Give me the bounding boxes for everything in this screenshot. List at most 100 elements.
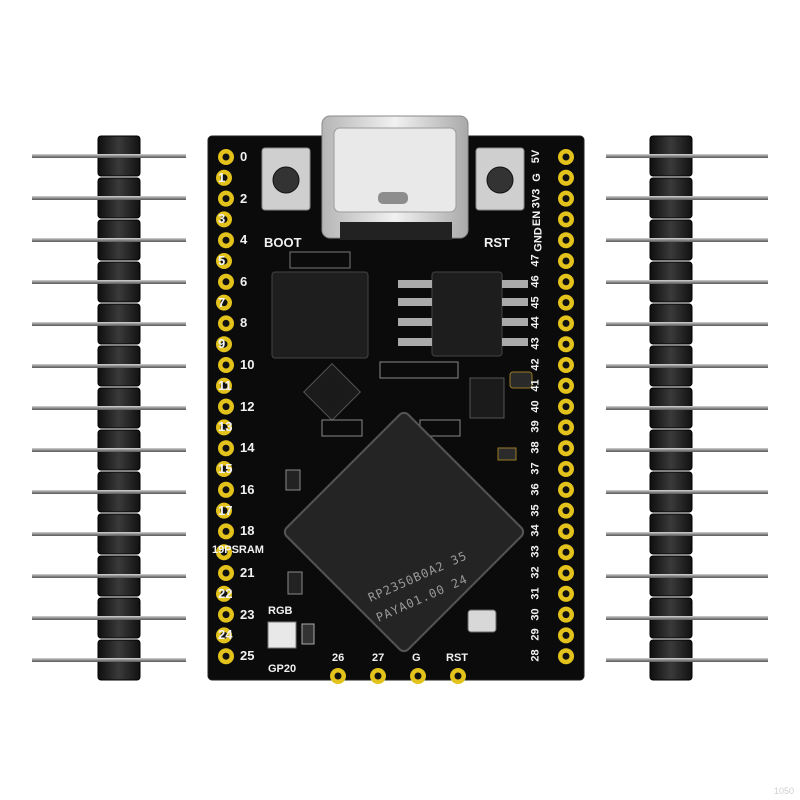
left-pin-label: 17 [218,502,233,518]
small-component-cluster [267,361,533,649]
right-pin-label: 46 [529,275,542,288]
left-pad-hole [220,215,228,223]
right-pin-label: 32 [529,566,542,579]
left-pin-label: 7 [218,294,226,310]
left-pad-hole [220,590,228,598]
left-pad-hole [220,548,228,556]
right-pad-hole [562,195,570,203]
left-header-pin [32,280,186,284]
memory-chip-right [398,271,528,357]
left-pad-hole [220,423,228,431]
left-header-pin [32,532,186,536]
rst-label: RST [484,235,510,250]
left-pin-label: 3 [218,211,226,227]
right-pin-label: 34 [529,524,542,538]
right-pad-hole [562,444,570,452]
right-pin-label: 44 [529,316,542,330]
right-pad-hole [562,652,570,660]
right-pin-label: 28 [529,649,542,662]
gp20-label: GP20 [268,663,297,675]
left-pin-label: 14 [240,440,255,456]
right-header-pin [606,280,768,284]
right-pads [558,149,574,665]
left-pad-hole [222,195,230,203]
left-pin-label: 1 [218,169,226,185]
right-pin-label: 42 [529,358,542,371]
right-header-pin [606,238,768,242]
left-pin-label: 23 [240,606,255,622]
right-header-pin [606,196,768,200]
right-header-pin [606,490,768,494]
left-pad-hole [220,340,228,348]
left-header-pin [32,406,186,410]
left-pad-hole [222,569,230,577]
right-pin-label: 30 [529,607,542,621]
right-pin-label: GND [532,227,545,252]
right-pin-label: G [530,173,543,182]
bottom-pads [330,668,466,684]
left-pad-hole [220,465,228,473]
left-pad-hole [222,652,230,660]
bottom-pad-hole [334,672,342,680]
right-pin-label: 29 [529,628,542,642]
reset-button[interactable] [475,147,525,211]
left-pin-label: 22 [218,585,233,601]
left-pin-label: 6 [240,273,248,289]
left-pin-label: 21 [240,565,255,580]
right-header-pin [606,154,768,158]
right-pad-hole [562,548,570,556]
right-pin-label: 33 [529,545,542,558]
right-pad-hole [562,319,570,327]
left-pin-label: 25 [240,648,255,664]
right-pin-label: 43 [529,337,542,350]
right-pad-hole [562,569,570,577]
left-pad-hole [220,382,228,390]
left-pad-hole [222,444,230,452]
watermark: 1050 [773,786,794,796]
rp2350-chip [283,411,525,653]
left-header-pin [32,490,186,494]
boot-button[interactable] [261,147,311,211]
right-pad-hole [562,361,570,369]
right-pad-hole [562,153,570,161]
right-pin-label: 41 [529,379,542,392]
left-pin-label: 11 [218,377,232,393]
right-pin-label: 31 [529,587,542,600]
left-header-pin [32,574,186,578]
right-pin-label: EN [531,211,544,227]
left-pin-label: 10 [240,357,255,372]
right-pin-label: 37 [529,462,542,475]
left-header-pin [32,154,186,158]
right-pad-hole [562,382,570,390]
right-pin-label: 36 [529,483,542,496]
left-pin-label: 13 [218,419,233,435]
left-pad-hole [222,278,230,286]
boot-label: BOOT [264,235,302,250]
bottom-pin-label: RST [446,652,468,664]
left-pin-label: 15 [218,461,233,476]
right-pad-hole [562,215,570,223]
right-pin-label: 47 [529,254,542,267]
bottom-pin-label: 27 [372,652,385,664]
left-pad-hole [220,631,228,639]
right-pad-hole [562,611,570,619]
right-pad-hole [562,631,570,639]
right-pin-header [606,135,768,681]
left-pad-hole [220,174,228,182]
bottom-pad-hole [454,672,462,680]
right-header-pin [606,364,768,368]
left-pad-hole [222,527,230,535]
left-pin-label: 16 [240,481,255,497]
right-pad-hole [562,257,570,265]
right-pad-hole [562,299,570,307]
left-header-pin [32,658,186,662]
right-pad-hole [562,403,570,411]
right-header-pin [606,448,768,452]
left-header-pin [32,322,186,326]
left-pad-hole [222,403,230,411]
right-pad-hole [562,465,570,473]
right-pin-label: 3V3 [530,188,543,208]
left-pin-label: 18 [240,523,255,539]
left-pin-label: 5 [218,253,226,268]
right-pad-hole [562,527,570,535]
